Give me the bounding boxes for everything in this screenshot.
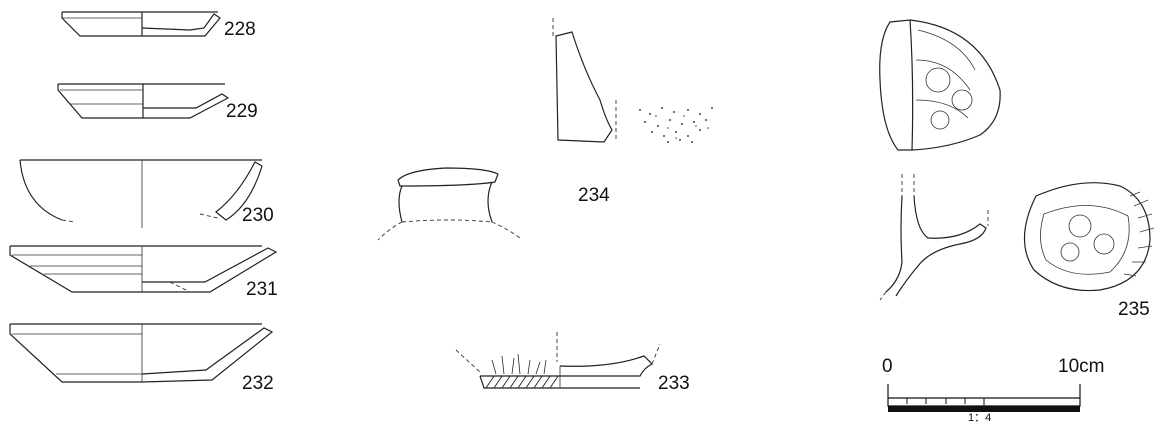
figure-label-231: 231 <box>246 279 278 300</box>
scale-end-label: 10cm <box>1058 356 1105 377</box>
drawing-235-bottom <box>1023 182 1155 292</box>
drawing-234 <box>377 167 521 241</box>
figure-label-230: 230 <box>242 205 274 226</box>
drawing-234-fragment <box>552 18 713 143</box>
drawing-228 <box>61 11 221 37</box>
drawing-233 <box>455 332 661 389</box>
figure-label-229: 229 <box>226 101 258 122</box>
drawing-235-section <box>879 174 989 301</box>
figure-label-228: 228 <box>224 19 256 40</box>
drawing-230 <box>19 159 263 228</box>
drawing-229 <box>57 83 230 119</box>
scale-ratio-label: 1：4 <box>968 412 992 424</box>
figure-label-233: 233 <box>658 373 690 394</box>
scale-start-label: 0 <box>882 356 893 377</box>
drawing-232 <box>9 323 274 383</box>
figure-label-235: 235 <box>1118 299 1150 320</box>
drawing-231 <box>9 245 278 293</box>
drawing-235-top <box>879 19 1001 151</box>
figure-label-234: 234 <box>578 185 610 206</box>
scale-bar <box>887 384 1081 412</box>
figure-label-232: 232 <box>242 373 274 394</box>
